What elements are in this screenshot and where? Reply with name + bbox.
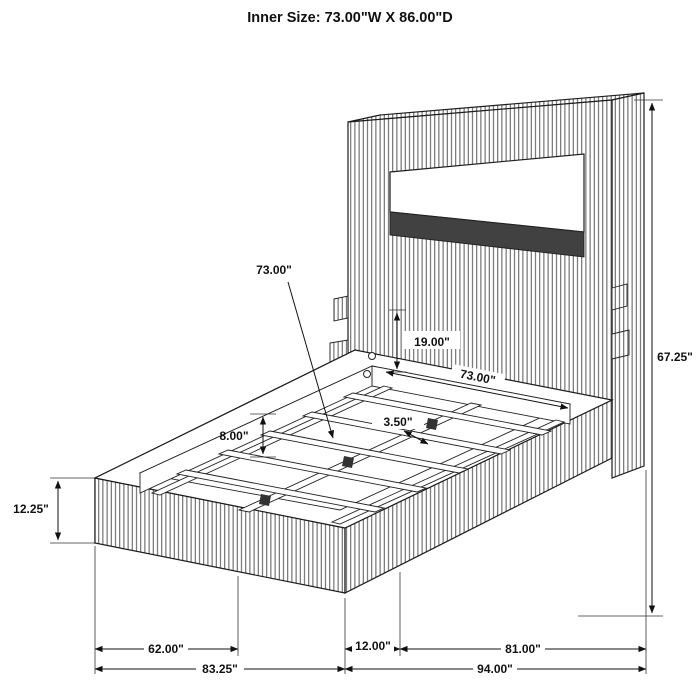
dim-label-overall-width: 83.25": [202, 662, 238, 676]
dimension-overall-height: 67.25": [578, 99, 693, 617]
bed-frame: [93, 349, 614, 594]
inner-left-wall: [139, 365, 373, 494]
dimensions: 73.00" 19.00" 67.25" 73.00": [13, 99, 693, 676]
diagram-title: Inner Size: 73.00"W X 86.00"D: [247, 10, 453, 26]
dimension-headboard-lower-height: 19.00": [389, 309, 460, 373]
support-foot: [342, 456, 354, 468]
mount-hole: [363, 370, 371, 378]
dimension-overall-depth: 94.00": [344, 662, 647, 676]
support-foot: [426, 418, 438, 430]
dimension-rail-offset: 12.00": [344, 638, 401, 653]
mount-hole: [368, 352, 376, 360]
dim-label-headboard-lower-height: 19.00": [414, 335, 450, 349]
dim-label-footboard-width: 62.00": [148, 642, 184, 656]
dim-label-rail-offset: 12.00": [355, 639, 391, 653]
dimension-slat-width: 3.50": [372, 413, 429, 445]
dim-label-overall-height: 67.25": [657, 350, 693, 364]
dim-label-side-rail-height: 12.25": [13, 502, 49, 516]
dim-label-inner-width-leader: 73.00": [256, 263, 292, 277]
headboard-trim-left-upper: [333, 295, 349, 322]
dim-label-slat-ledge-height: 8.00": [219, 429, 248, 443]
dim-label-inner-width: 73.00": [459, 367, 497, 388]
dimension-slat-ledge-height: 8.00": [219, 413, 276, 458]
support-foot: [259, 494, 271, 506]
dim-label-overall-depth: 94.00": [477, 662, 513, 676]
dimension-side-rail-length: 81.00": [399, 642, 647, 656]
dim-label-slat-width: 3.50": [383, 415, 412, 429]
dimension-overall-width: 83.25": [94, 662, 346, 676]
dimension-inner-width-leader: 73.00": [256, 263, 334, 439]
slat: [175, 469, 386, 513]
headboard-trim-right-lower: [611, 329, 630, 360]
dim-label-side-rail-length: 81.00": [505, 642, 541, 656]
slat: [217, 449, 428, 493]
dimension-footboard-width: 62.00": [94, 642, 239, 656]
dimension-side-rail-height: 12.25": [13, 477, 95, 544]
headboard-led-band: [389, 211, 585, 258]
headboard-side-face: [611, 92, 645, 479]
dimension-inner-width: 73.00": [385, 363, 569, 410]
headboard-trim-right-upper: [611, 283, 628, 311]
